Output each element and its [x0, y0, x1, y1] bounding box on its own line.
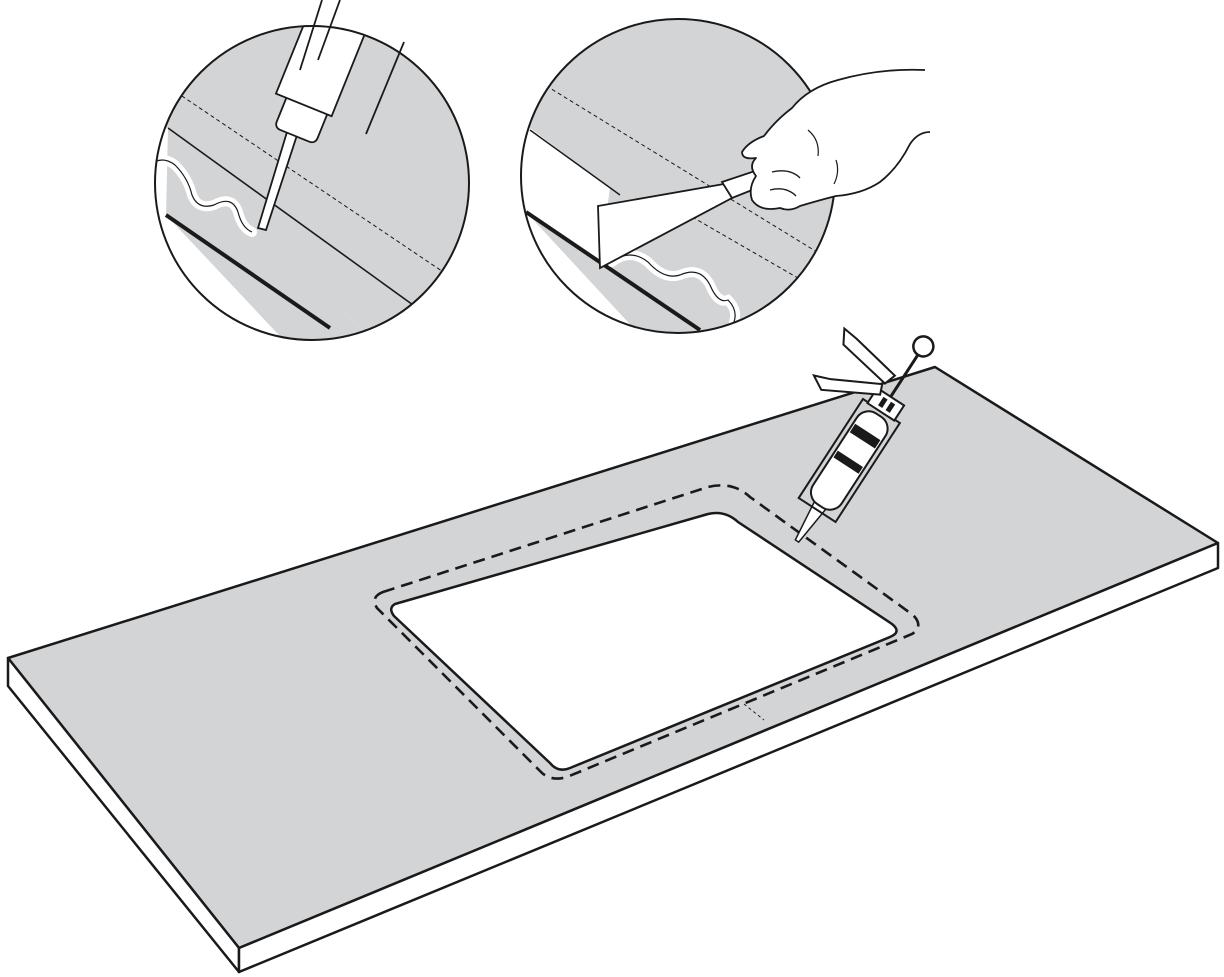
countertop — [6, 365, 1220, 974]
countertop-right-edge — [237, 541, 1220, 974]
detail-circle-left-border — [154, 25, 470, 341]
hand — [741, 68, 931, 211]
gun-pull-ring — [912, 335, 935, 358]
cutout-center-mark — [743, 703, 765, 721]
dashed-sealant-line — [373, 484, 920, 780]
sink-cutout — [390, 511, 898, 771]
gun-trigger — [842, 326, 897, 385]
gun-handle — [812, 374, 884, 396]
detail-apply-sealant — [154, 0, 470, 341]
detail-smooth-sealant-with-spatula — [520, 18, 931, 334]
caulking-gun — [794, 326, 935, 544]
